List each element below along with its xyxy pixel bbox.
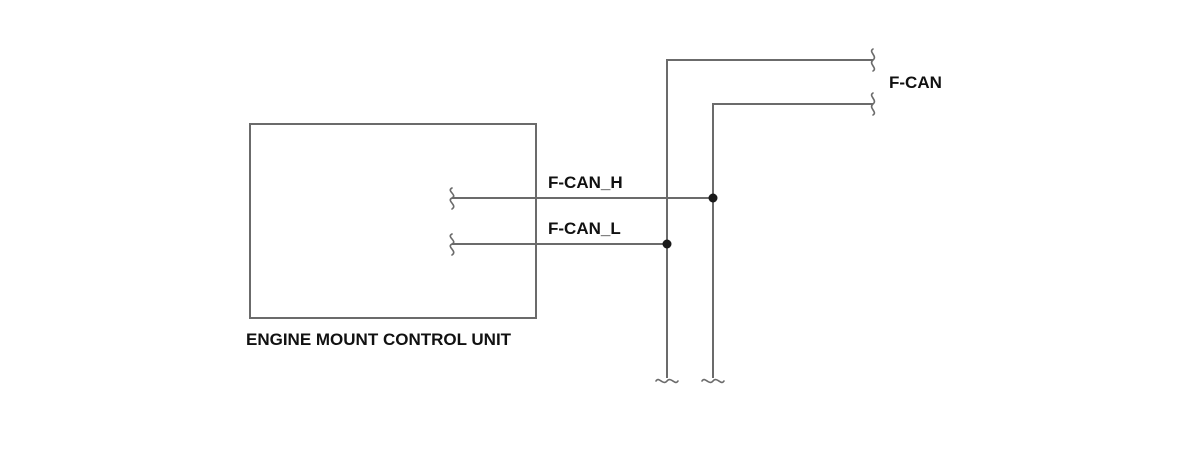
junction-can-high: [708, 193, 718, 203]
label-control-unit: ENGINE MOUNT CONTROL UNIT: [246, 330, 512, 349]
wire-break-can-low: [449, 233, 455, 256]
label-can-high: F-CAN_H: [548, 173, 623, 192]
wire-break-can-high: [449, 187, 455, 210]
wire-break-bus-bottom-outer: [655, 378, 679, 384]
wire-break-bus-top-inner: [870, 92, 876, 116]
label-bus: F-CAN: [889, 73, 942, 92]
wire-break-bus-top-outer: [870, 48, 876, 72]
control-unit-box: [249, 123, 537, 319]
bus-line-inner: [712, 103, 873, 378]
label-can-low: F-CAN_L: [548, 219, 621, 238]
bus-line-outer: [666, 59, 873, 378]
wire-break-bus-bottom-inner: [701, 378, 725, 384]
junction-can-low: [662, 239, 672, 249]
